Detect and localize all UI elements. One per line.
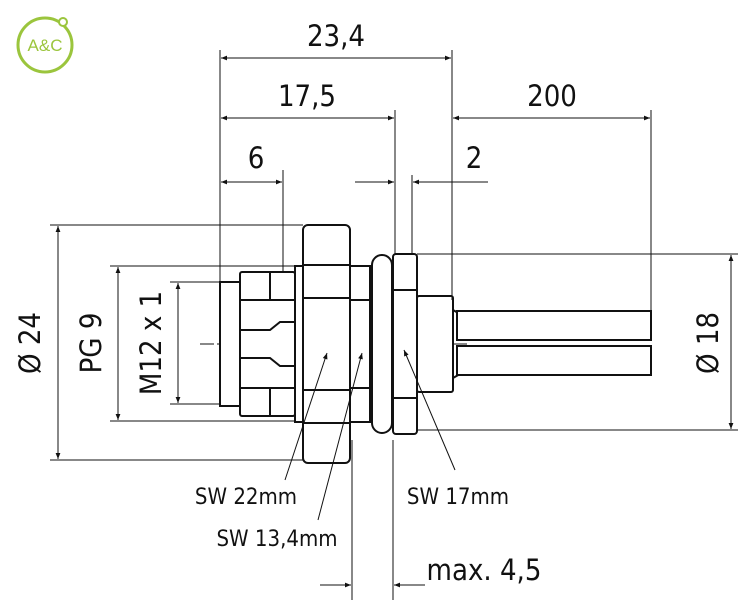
label-sw17: SW 17mm bbox=[407, 485, 509, 510]
cable-wire-upper bbox=[456, 310, 652, 341]
dim-label-200: 200 bbox=[527, 79, 577, 113]
rear-nut bbox=[392, 253, 418, 435]
label-sw13-4: SW 13,4mm bbox=[216, 527, 337, 552]
logo-text: A&C bbox=[28, 36, 63, 55]
front-face bbox=[219, 281, 241, 407]
leader-sw22 bbox=[284, 352, 328, 481]
dim-label-17-5: 17,5 bbox=[278, 79, 336, 113]
dim-label-max-4-5: max. 4,5 bbox=[427, 553, 542, 587]
connector-body bbox=[219, 224, 652, 464]
o-ring bbox=[371, 254, 393, 434]
leader-sw13-4 bbox=[317, 352, 363, 521]
dim-label-m12: M12 x 1 bbox=[134, 291, 168, 395]
label-sw22: SW 22mm bbox=[195, 485, 297, 510]
rear-housing bbox=[416, 295, 454, 393]
dim-label-pg9: PG 9 bbox=[74, 313, 108, 374]
cable-wire-lower bbox=[456, 345, 652, 376]
thread-continuation bbox=[349, 265, 371, 423]
dim-label-6: 6 bbox=[248, 141, 265, 175]
ac-logo: A&C bbox=[16, 16, 74, 74]
dim-label-d24: Ø 24 bbox=[13, 312, 47, 374]
dim-label-d18: Ø 18 bbox=[691, 312, 725, 374]
leader-sw17 bbox=[403, 349, 456, 471]
extension-lines bbox=[50, 50, 738, 600]
dim-label-23-4: 23,4 bbox=[307, 19, 365, 53]
leader-lines bbox=[284, 349, 456, 521]
dimension-lines bbox=[55, 55, 734, 588]
dim-label-2: 2 bbox=[466, 141, 483, 175]
front-nut bbox=[302, 224, 351, 464]
front-coupling bbox=[239, 271, 296, 417]
